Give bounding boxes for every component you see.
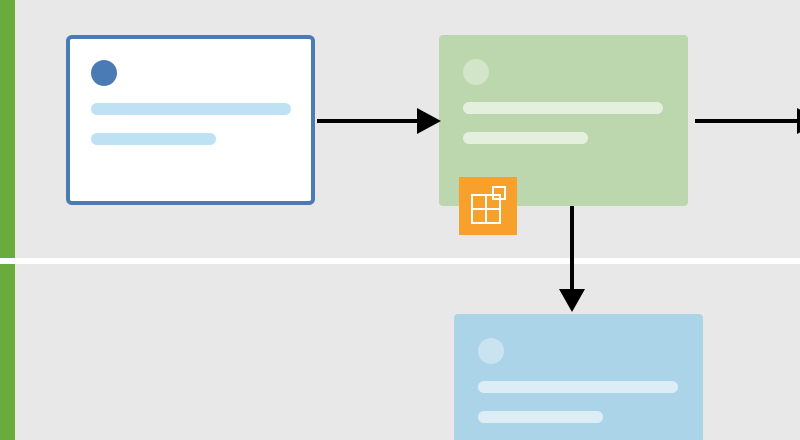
arrowhead-icon bbox=[797, 108, 800, 134]
swimlane-2-header-strip bbox=[0, 264, 15, 440]
card-status-dot bbox=[463, 59, 489, 85]
process-card-blue[interactable] bbox=[454, 314, 703, 440]
card-title-placeholder bbox=[463, 102, 663, 114]
arrowhead-icon bbox=[417, 108, 441, 134]
card-status-dot bbox=[91, 60, 117, 86]
card-subtitle-placeholder bbox=[478, 411, 603, 423]
badge-background bbox=[459, 177, 517, 235]
connector-card1-to-card2[interactable] bbox=[317, 108, 441, 134]
connector-card2-to-card3[interactable] bbox=[559, 206, 585, 312]
arrowhead-icon bbox=[559, 289, 585, 312]
process-card-selected[interactable] bbox=[66, 35, 315, 205]
swimlane-1-header-strip bbox=[0, 0, 15, 258]
swimlane-divider bbox=[0, 258, 800, 264]
card-title-placeholder bbox=[478, 381, 678, 393]
layout-blocks-icon[interactable] bbox=[459, 177, 517, 235]
connector-card2-to-offscreen[interactable] bbox=[695, 108, 800, 134]
card-status-dot bbox=[478, 338, 504, 364]
card-title-placeholder bbox=[91, 103, 291, 115]
layout-blocks-glyph bbox=[471, 186, 506, 224]
card-subtitle-placeholder bbox=[463, 132, 588, 144]
card-subtitle-placeholder bbox=[91, 133, 216, 145]
